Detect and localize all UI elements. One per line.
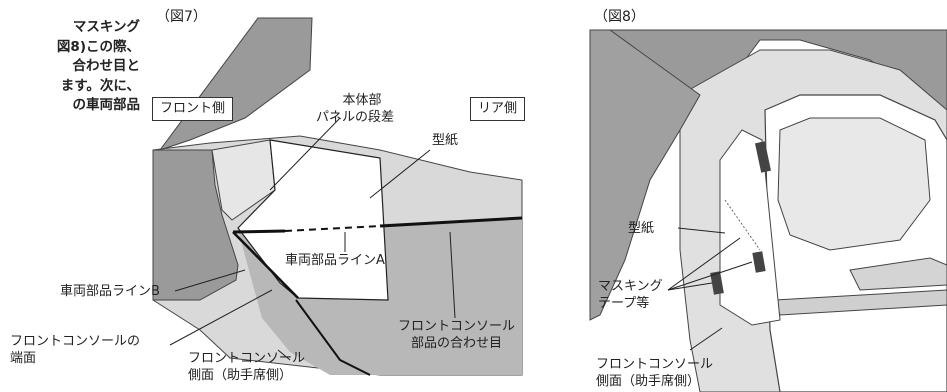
step-panel — [211, 139, 276, 221]
body-text-line: ます。次に、 — [60, 77, 140, 94]
masking-tape-label-line1: マスキング — [598, 279, 663, 294]
line-b — [232, 231, 299, 299]
left-side-panel — [152, 149, 239, 301]
leader-template-8 — [677, 227, 726, 234]
line-a-solid-right — [379, 216, 523, 228]
body-text-line: 合わせ目と — [72, 58, 141, 74]
body-step-label-line1: 本体部 — [342, 93, 382, 108]
line-a-label: 車両部品ラインA — [285, 253, 385, 268]
leader-line-b — [174, 269, 246, 292]
console-seam — [295, 299, 371, 376]
console-side-label-7-line2: 側面（助手席側） — [188, 368, 293, 383]
masking-tape-2 — [752, 251, 766, 273]
masking-tape-label-line2: テープ等 — [598, 296, 650, 311]
seat-panel — [589, 29, 701, 321]
body-step-label-line2: パネルの段差 — [316, 110, 395, 125]
front-side-label: フロント側 — [152, 97, 234, 121]
template-paper-8 — [719, 129, 781, 326]
leader-console-side-8 — [689, 327, 723, 351]
body-text-line: 図8)この際、 — [56, 38, 140, 55]
body-text-line: の車両部品 — [72, 97, 141, 113]
masking-tape-3 — [710, 271, 724, 295]
console-side-label-8: フロントコンソール 側面（助手席側） — [596, 356, 713, 390]
console-edge-label-line2: 端面 — [10, 351, 37, 366]
leader-masking-1 — [667, 237, 741, 291]
masking-tape-1 — [754, 141, 772, 173]
console-side-label-7: フロントコンソール 側面（助手席側） — [188, 350, 305, 384]
body-step-label: 本体部 パネルの段差 — [316, 92, 394, 126]
console-seam-label: フロントコンソール 部品の合わせ目 — [398, 318, 515, 352]
console-side-label-8-line2: 側面（助手席側） — [596, 374, 701, 389]
console-side-label-8-line1: フロントコンソール — [596, 357, 714, 372]
template-label-8: 型紙 — [628, 221, 655, 236]
figure-7-title: （図7） — [156, 9, 207, 25]
leader-body-step — [269, 117, 341, 191]
figure-8-title: （図8） — [594, 9, 645, 25]
leader-console-edge — [169, 289, 273, 346]
console-edge-label: フロントコンソールの 端面 — [10, 333, 140, 367]
console-seam-label-line2: 部品の合わせ目 — [411, 336, 503, 351]
console-edge-label-line1: フロントコンソールの — [10, 334, 141, 349]
line-a-dashed — [284, 225, 381, 232]
console-cavity-inner — [777, 117, 931, 251]
console-side-label-7-line1: フロントコンソール — [188, 351, 306, 366]
cup-holder — [849, 257, 947, 291]
leader-seam — [449, 231, 456, 319]
leader-template — [369, 149, 431, 199]
leader-console-side — [277, 349, 291, 361]
body-text-line: マスキング — [72, 19, 140, 35]
leader-masking-3 — [667, 282, 713, 291]
template-label-7: 型紙 — [432, 133, 459, 148]
line-a-solid-left — [232, 229, 286, 234]
masking-tape-label: マスキング テープ等 — [598, 278, 663, 312]
line-b-label: 車両部品ラインB — [60, 284, 160, 299]
body-text-fragment: マスキング 図8)この際、 合わせ目と ます。次に、 の車両部品 — [0, 18, 140, 116]
rear-side-label: リア側 — [470, 97, 526, 121]
leader-masking-2 — [667, 261, 753, 291]
console-seam-label-line1: フロントコンソール — [398, 319, 516, 334]
